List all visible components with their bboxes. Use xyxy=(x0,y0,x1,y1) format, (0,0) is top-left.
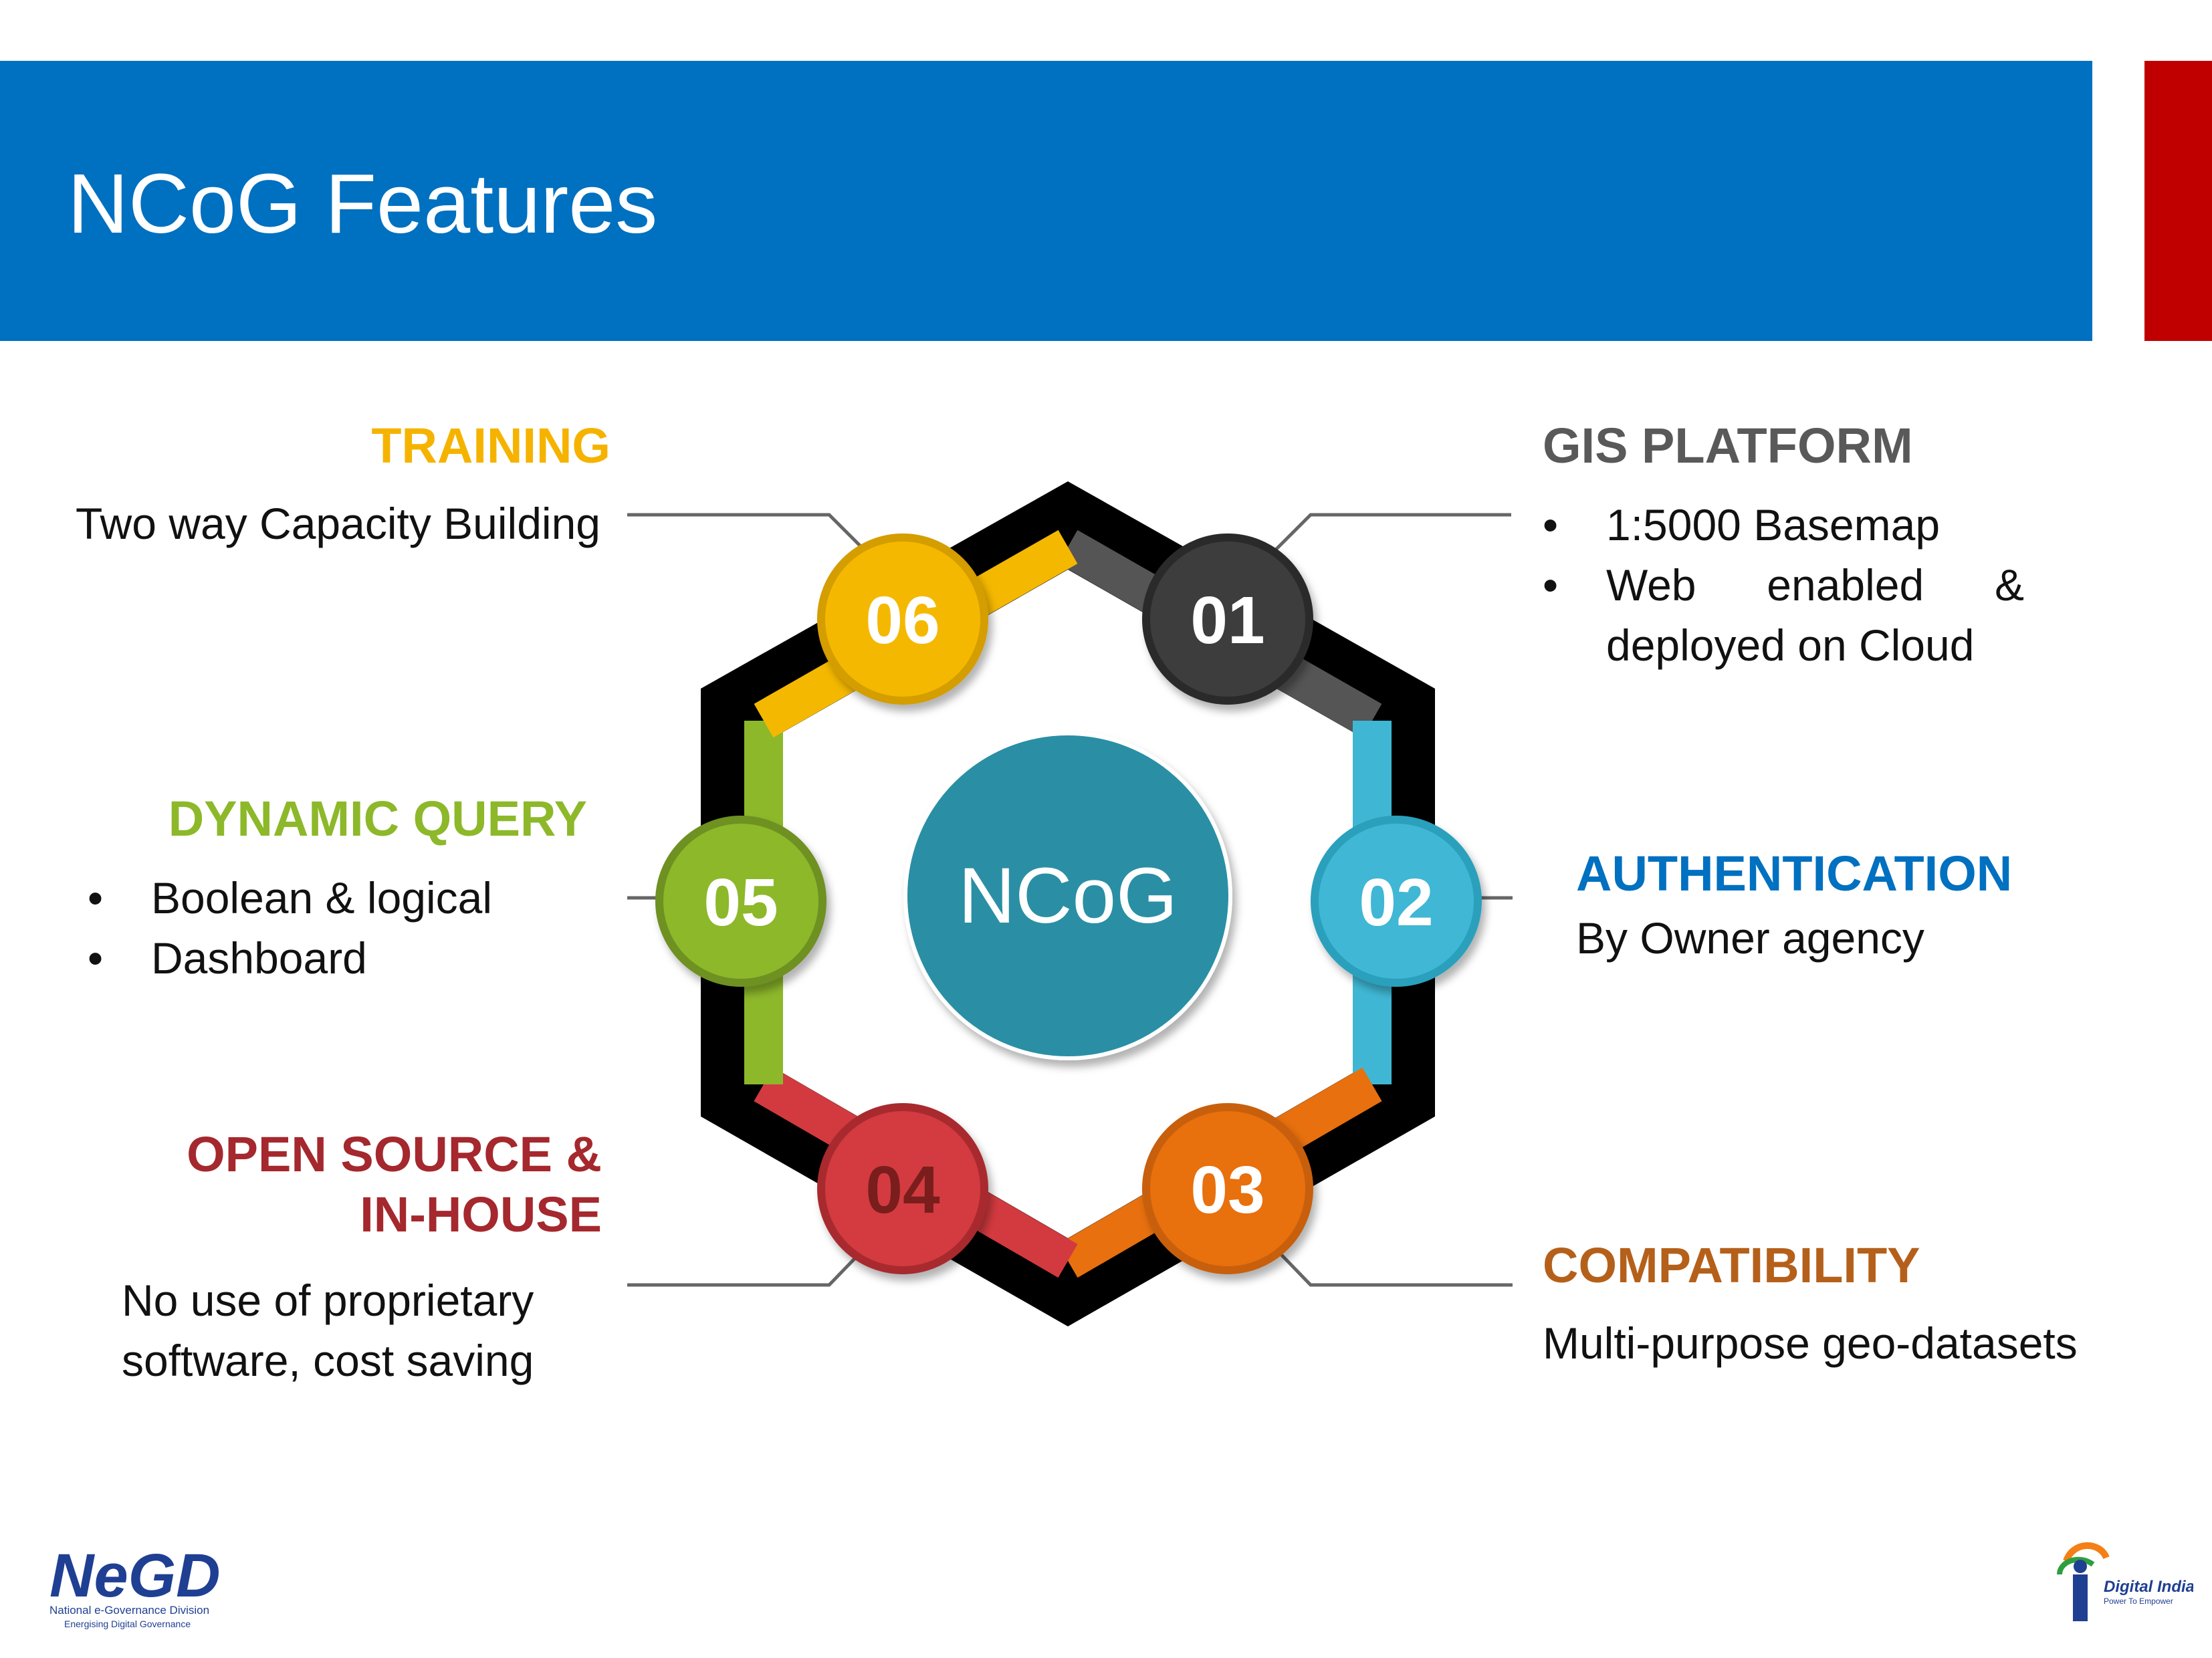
feature-title-training: TRAINING xyxy=(371,418,611,473)
badge-06 xyxy=(817,534,988,705)
center-label: NCoG xyxy=(958,852,1178,940)
red-accent-bar xyxy=(2144,61,2212,341)
badge-number-02: 02 xyxy=(1359,865,1433,940)
badge-04 xyxy=(817,1103,988,1274)
feature-list-dynamic-query: Boolean & logical Dashboard xyxy=(88,868,623,988)
badge-01 xyxy=(1142,534,1313,705)
list-item: 1:5000 Basemap xyxy=(1543,495,2024,555)
feature-title-open-source: OPEN SOURCE & IN-HOUSE xyxy=(187,1124,602,1245)
negd-logo-name: National e-Governance Division xyxy=(49,1604,209,1617)
digital-india-name: Digital India xyxy=(2104,1578,2193,1596)
connector-line-06 xyxy=(627,513,871,556)
feature-title-open-source-line2: IN-HOUSE xyxy=(360,1187,602,1242)
negd-logo: NeGD National e-Governance Division Ener… xyxy=(49,1542,221,1629)
feature-desc-open-source: No use of proprietary software, cost sav… xyxy=(122,1276,534,1385)
list-item: Boolean & logical xyxy=(88,868,623,928)
feature-desc-authentication: By Owner agency xyxy=(1576,913,1924,963)
list-item: Dashboard xyxy=(88,928,623,988)
badge-02 xyxy=(1311,816,1482,987)
badge-number-04: 04 xyxy=(865,1153,940,1227)
feature-title-authentication: AUTHENTICATION xyxy=(1576,846,2013,901)
badge-number-03: 03 xyxy=(1190,1153,1264,1227)
digital-india-logo: Digital India Power To Empower xyxy=(2057,1542,2193,1621)
feature-title-gis-platform: GIS PLATFORM xyxy=(1543,418,1913,473)
negd-logo-mark: NeGD xyxy=(49,1542,221,1610)
badge-03 xyxy=(1142,1103,1313,1274)
feature-title-dynamic-query: DYNAMIC QUERY xyxy=(168,791,587,846)
connector-line-01 xyxy=(1269,513,1511,556)
feature-title-compatibility: COMPATIBILITY xyxy=(1543,1237,1920,1293)
list-item: Web enabled & deployed on Cloud xyxy=(1543,555,2024,675)
center-circle xyxy=(903,731,1232,1060)
badge-number-05: 05 xyxy=(703,865,778,940)
feature-desc-compatibility: Multi-purpose geo-datasets xyxy=(1543,1318,2078,1368)
digital-india-swoosh-icon xyxy=(2063,1542,2110,1563)
feature-list-gis-platform: 1:5000 Basemap Web enabled & deployed on… xyxy=(1543,495,2024,675)
title-banner xyxy=(0,61,2092,341)
feature-desc-training: Two way Capacity Building xyxy=(75,499,600,548)
badge-05 xyxy=(655,816,826,987)
negd-logo-tagline: Energising Digital Governance xyxy=(64,1619,191,1629)
connector-line-04 xyxy=(627,1242,871,1287)
digital-india-tagline: Power To Empower xyxy=(2104,1596,2173,1606)
connector-line-03 xyxy=(1269,1242,1513,1287)
page-title: NCoG Features xyxy=(68,156,658,251)
digital-india-i-icon xyxy=(2073,1574,2088,1621)
badge-number-01: 01 xyxy=(1190,583,1264,658)
badge-number-06: 06 xyxy=(865,583,939,658)
feature-title-open-source-line1: OPEN SOURCE & xyxy=(187,1127,602,1182)
